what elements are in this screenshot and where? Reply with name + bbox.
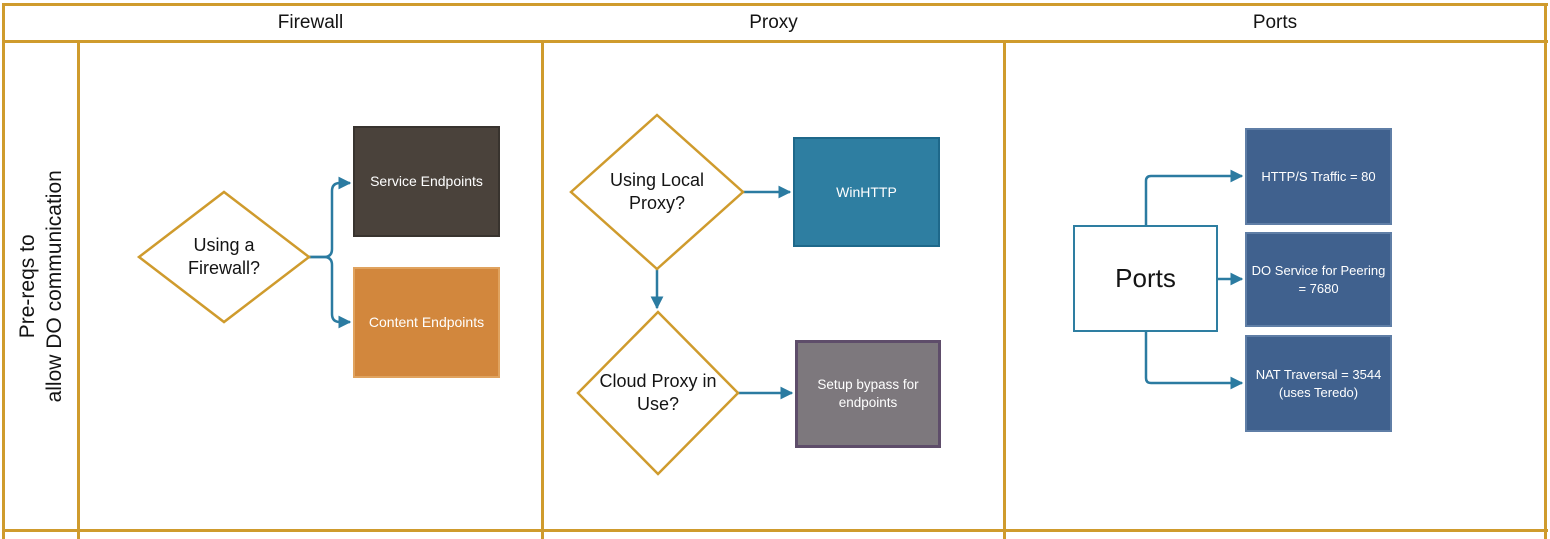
proxy-ports-divider	[1003, 43, 1006, 539]
connector-firewall-to-service	[309, 176, 352, 259]
service-endpoints-box: Service Endpoints	[353, 126, 500, 237]
winhttp-label: WinHTTP	[836, 183, 897, 200]
nat-traversal-port-box: NAT Traversal = 3544 (uses Teredo)	[1245, 335, 1392, 432]
lane-header-ports-label: Ports	[1252, 12, 1298, 33]
ports-source-label: Ports	[1115, 262, 1176, 293]
frame-left-border	[2, 3, 5, 539]
cloud-proxy-in-use-decision-label: Cloud Proxy in Use?	[599, 370, 717, 414]
connector-ports-to-http	[1144, 169, 1244, 225]
http-traffic-port-box: HTTP/S Traffic = 80	[1245, 128, 1392, 225]
frame-top-border	[2, 3, 1548, 6]
http-traffic-port-label: HTTP/S Traffic = 80	[1261, 168, 1376, 184]
do-service-port-label: DO Service for Peering = 7680	[1251, 262, 1386, 296]
do-service-port-box: DO Service for Peering = 7680	[1245, 232, 1392, 327]
setup-bypass-box: Setup bypass for endpoints	[795, 340, 941, 448]
using-a-firewall-decision-label: Using a Firewall?	[187, 234, 261, 278]
frame-bottom-row-divider	[2, 529, 1548, 532]
cloud-proxy-in-use-decision-diamond	[576, 310, 740, 476]
firewall-proxy-divider	[541, 43, 544, 539]
sidebar-divider	[77, 43, 80, 539]
frame-header-divider	[2, 40, 1548, 43]
ports-source-box: Ports	[1073, 225, 1218, 332]
nat-traversal-port-label: NAT Traversal = 3544 (uses Teredo)	[1255, 366, 1382, 400]
connector-firewall-to-content	[309, 255, 352, 329]
frame-right-border	[1544, 3, 1547, 539]
content-endpoints-box: Content Endpoints	[353, 267, 500, 378]
lane-header-firewall: Firewall	[80, 6, 541, 40]
lane-header-firewall-label: Firewall	[277, 12, 344, 33]
winhttp-box: WinHTTP	[793, 137, 940, 247]
lane-header-ports: Ports	[1006, 6, 1544, 40]
service-endpoints-label: Service Endpoints	[370, 173, 483, 190]
using-local-proxy-decision-label: Using Local Proxy?	[609, 169, 705, 213]
connector-ports-to-nat	[1144, 332, 1244, 390]
lane-header-proxy-label: Proxy	[749, 12, 798, 33]
setup-bypass-label: Setup bypass for endpoints	[817, 376, 919, 410]
using-local-proxy-decision-diamond	[569, 113, 745, 271]
content-endpoints-label: Content Endpoints	[368, 314, 485, 331]
using-a-firewall-decision-diamond	[136, 190, 312, 324]
lane-header-proxy: Proxy	[544, 6, 1003, 40]
